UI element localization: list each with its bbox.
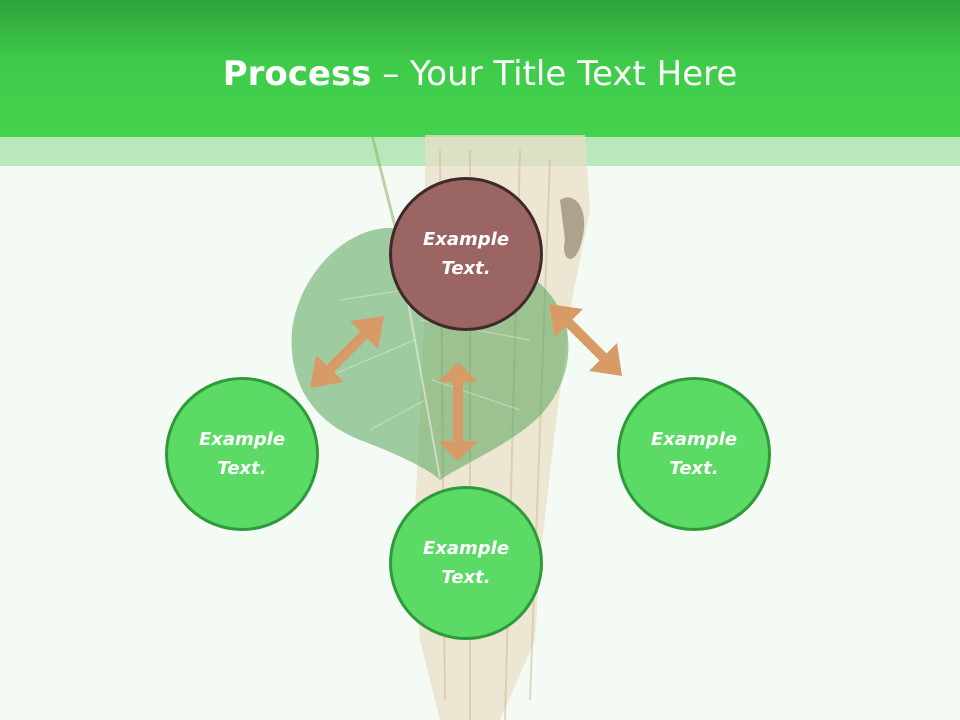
node-left-label: Example Text.	[198, 429, 286, 479]
node-right[interactable]: Example Text.	[617, 377, 771, 531]
node-bottom[interactable]: Example Text.	[389, 486, 543, 640]
title-text: – Your Title Text Here	[371, 54, 738, 94]
node-right-label: Example Text.	[650, 429, 738, 479]
leaf-stem	[370, 134, 398, 231]
arrow-top-right	[549, 304, 622, 376]
arrow-vertical	[438, 362, 478, 461]
node-top-label: Example Text.	[422, 229, 510, 279]
node-left[interactable]: Example Text.	[165, 377, 319, 531]
title-bold: Process	[222, 54, 372, 94]
bark-knot	[560, 197, 585, 259]
node-top[interactable]: Example Text.	[389, 177, 543, 331]
title-bar	[0, 0, 960, 137]
slide-title: Process – Your Title Text Here	[0, 52, 960, 96]
arrow-top-left	[310, 316, 384, 388]
node-bottom-label: Example Text.	[422, 538, 510, 588]
